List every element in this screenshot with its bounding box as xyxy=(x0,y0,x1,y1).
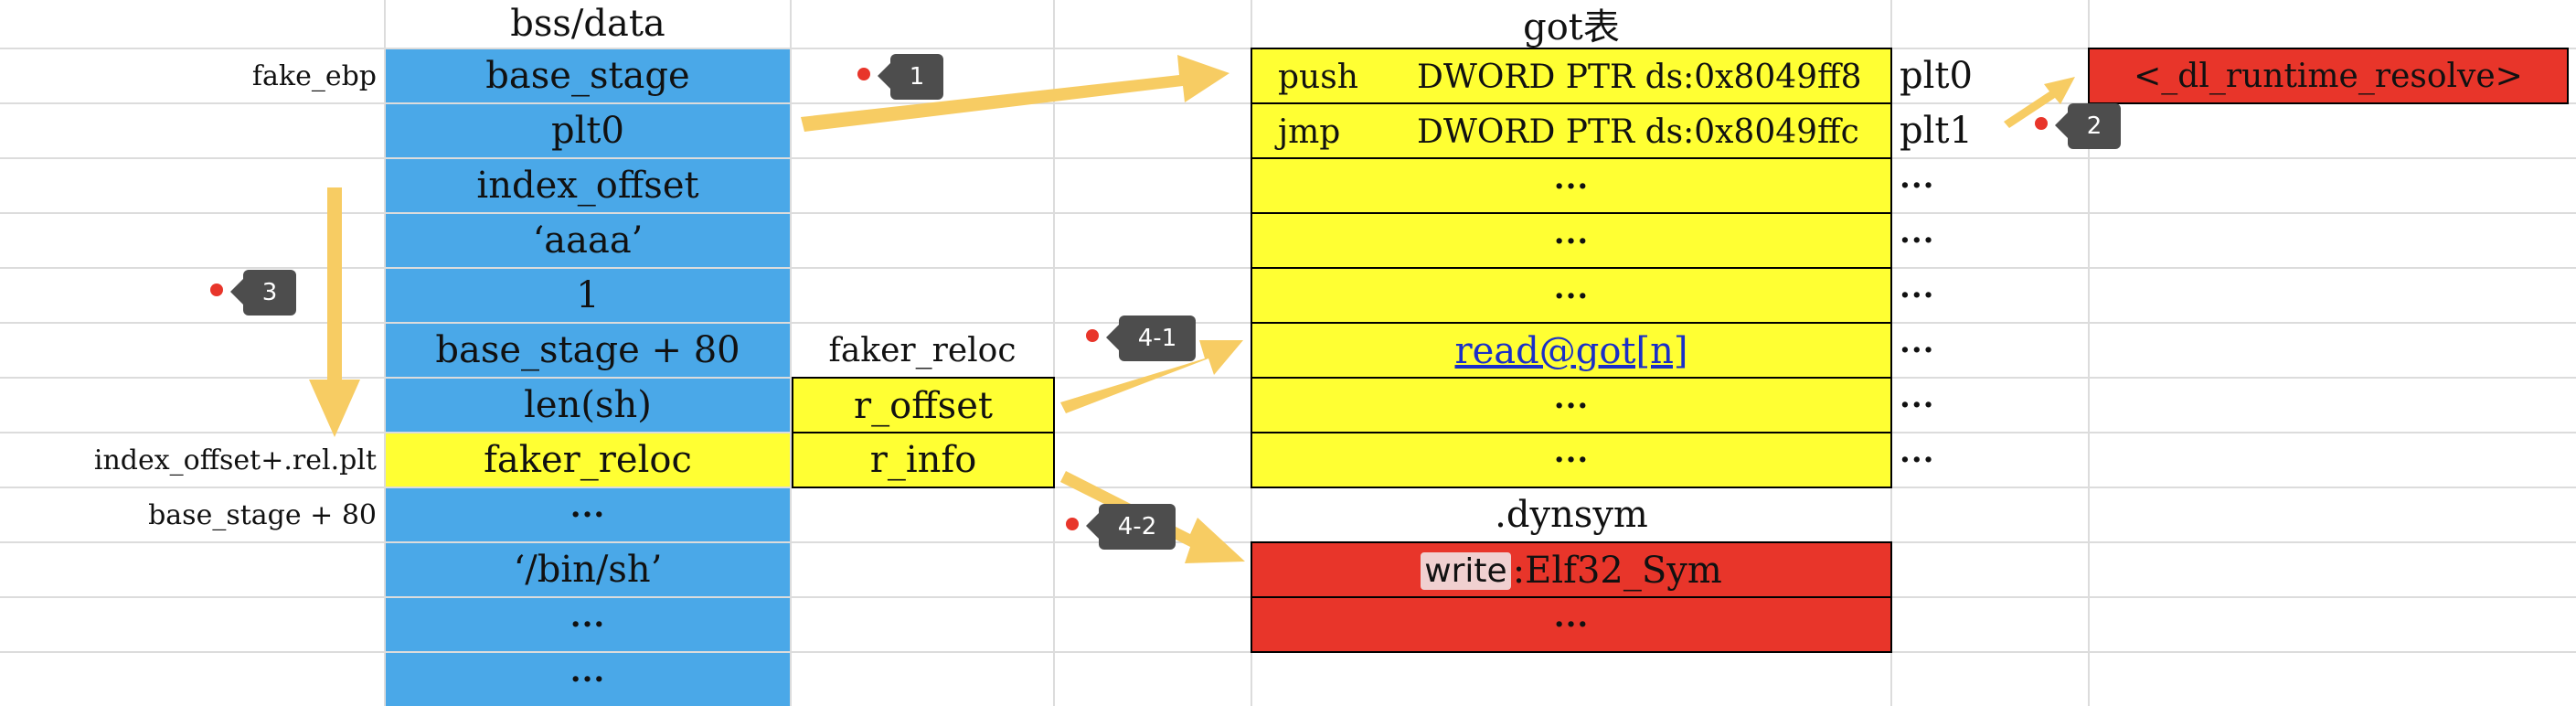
read-got-link[interactable]: read@got[n] xyxy=(1454,330,1688,372)
got-arg-jmp: DWORD PTR ds:0x8049ffc xyxy=(1417,112,1859,151)
got-row-jmp: jmp DWORD PTR ds:0x8049ffc xyxy=(1251,102,1892,159)
dl-runtime-resolve-cell: <_dl_runtime_resolve> xyxy=(2088,48,2569,104)
got-row-dots: ··· xyxy=(1251,377,1892,433)
got-side-dots: ··· xyxy=(1900,332,1935,369)
marker-dot xyxy=(210,283,223,296)
arrow-plt0-to-resolver xyxy=(2004,77,2075,128)
marker-dot xyxy=(1086,329,1099,342)
arrow-plt0-to-got xyxy=(801,55,1229,132)
step-badge-1: 1 xyxy=(878,54,943,100)
marker-dot xyxy=(2035,117,2048,130)
grid-line xyxy=(2088,0,2090,706)
bss-cell-one: 1 xyxy=(386,269,790,322)
got-row-dots: ··· xyxy=(1251,212,1892,269)
got-side-plt0: plt0 xyxy=(1900,55,1973,97)
got-header: got表 xyxy=(1523,6,1620,48)
arrow-reloc-to-read xyxy=(1060,340,1243,413)
dynsym-row-dots: ··· xyxy=(1251,596,1892,653)
bss-cell-index-offset: index_offset xyxy=(386,159,790,212)
got-side-dots: ··· xyxy=(1900,222,1935,259)
grid-line xyxy=(384,0,386,706)
grid-line xyxy=(1053,0,1055,706)
bss-cell-base-stage: base_stage xyxy=(386,49,790,102)
marker-dot xyxy=(857,68,870,80)
elf32-sym-label: :Elf32_Sym xyxy=(1512,550,1722,592)
bss-cell-dots: ··· xyxy=(386,488,790,541)
bss-cell-bin-sh: ‘/bin/sh’ xyxy=(386,543,790,596)
grid-line xyxy=(790,0,792,706)
got-row-push: push DWORD PTR ds:0x8049ff8 xyxy=(1251,48,1892,104)
bss-cell-faker-reloc: faker_reloc xyxy=(386,433,790,487)
side-label-base-stage-80: base_stage + 80 xyxy=(148,498,377,531)
arrow-down-index-offset xyxy=(309,187,360,437)
write-label: write xyxy=(1421,551,1511,590)
side-label-index-offset-rel-plt: index_offset+.rel.plt xyxy=(93,444,377,476)
step-badge-3: 3 xyxy=(230,270,296,316)
reloc-header: faker_reloc xyxy=(828,331,1017,369)
got-arg-push: DWORD PTR ds:0x8049ff8 xyxy=(1417,58,1862,96)
got-op-jmp: jmp xyxy=(1278,112,1341,151)
marker-dot xyxy=(1066,518,1079,530)
step-badge-4-1: 4-1 xyxy=(1106,316,1196,361)
got-side-dots: ··· xyxy=(1900,167,1935,204)
side-label-fake-ebp: fake_ebp xyxy=(251,59,377,92)
bss-cell-base-stage-80: base_stage + 80 xyxy=(386,324,790,377)
got-op-push: push xyxy=(1278,58,1358,96)
bss-cell-len-sh: len(sh) xyxy=(386,379,790,432)
got-row-dots: ··· xyxy=(1251,157,1892,214)
bss-cell-dots: ··· xyxy=(386,598,790,651)
got-side-dots: ··· xyxy=(1900,277,1935,314)
reloc-cell-r-info: r_info xyxy=(792,432,1055,488)
bss-cell-dots: ··· xyxy=(386,653,790,706)
got-side-dots: ··· xyxy=(1900,442,1935,478)
got-row-read: read@got[n] xyxy=(1251,322,1892,379)
dynsym-header: .dynsym xyxy=(1495,494,1648,536)
got-row-dots: ··· xyxy=(1251,432,1892,488)
step-badge-2: 2 xyxy=(2055,103,2121,149)
bss-cell-plt0: plt0 xyxy=(386,104,790,157)
got-side-plt1: plt1 xyxy=(1900,110,1973,152)
bss-header: bss/data xyxy=(510,3,665,45)
bss-cell-aaaa: ‘aaaa’ xyxy=(386,214,790,267)
dynsym-row-write: write :Elf32_Sym xyxy=(1251,541,1892,598)
step-badge-4-2: 4-2 xyxy=(1086,504,1176,550)
got-row-dots: ··· xyxy=(1251,267,1892,324)
got-side-dots: ··· xyxy=(1900,387,1935,423)
reloc-cell-r-offset: r_offset xyxy=(792,377,1055,433)
